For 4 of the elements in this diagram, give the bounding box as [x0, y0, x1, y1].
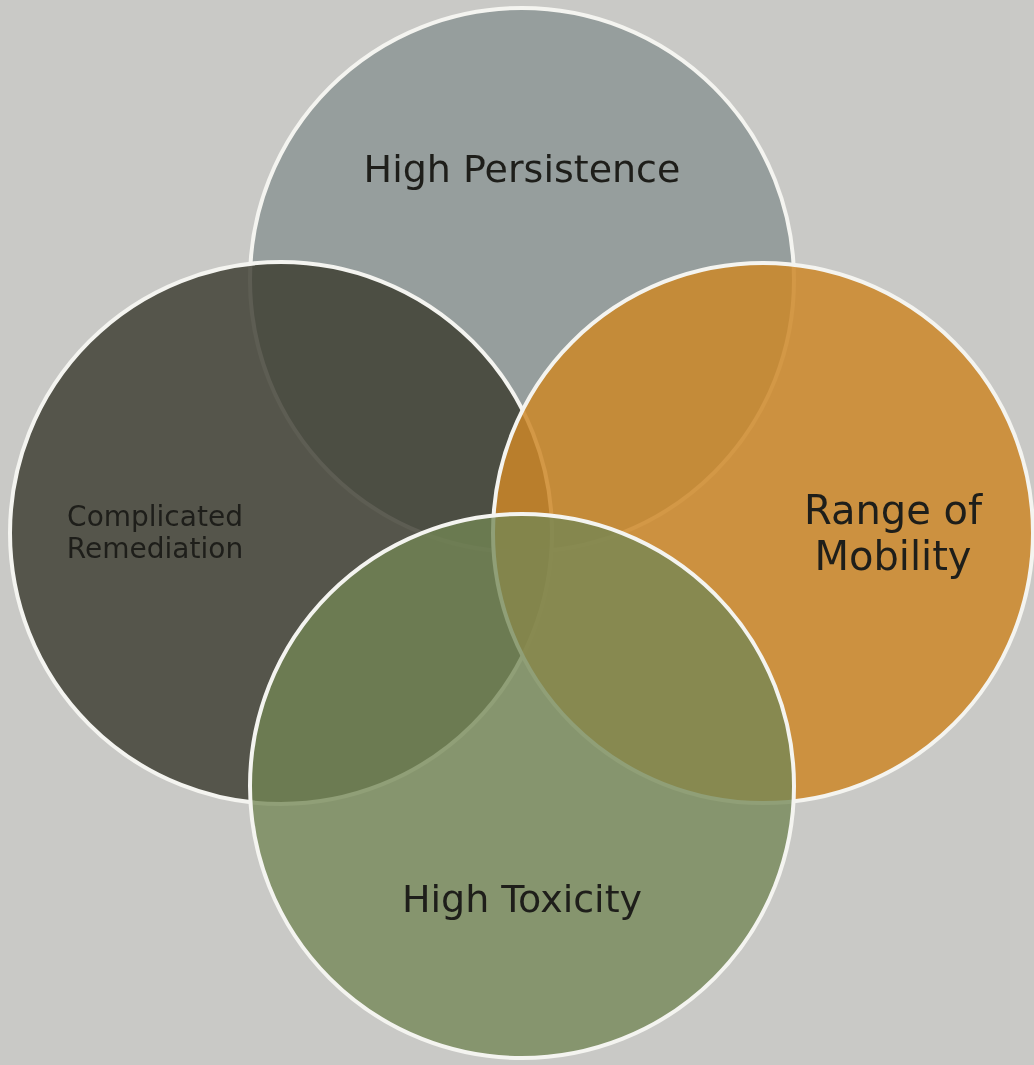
circle-label: Range of Mobility	[802, 487, 984, 579]
circle-label: Complicated Remediation	[65, 500, 245, 566]
circle-label: High Toxicity	[400, 878, 644, 922]
circle-label: High Persistence	[362, 148, 682, 192]
